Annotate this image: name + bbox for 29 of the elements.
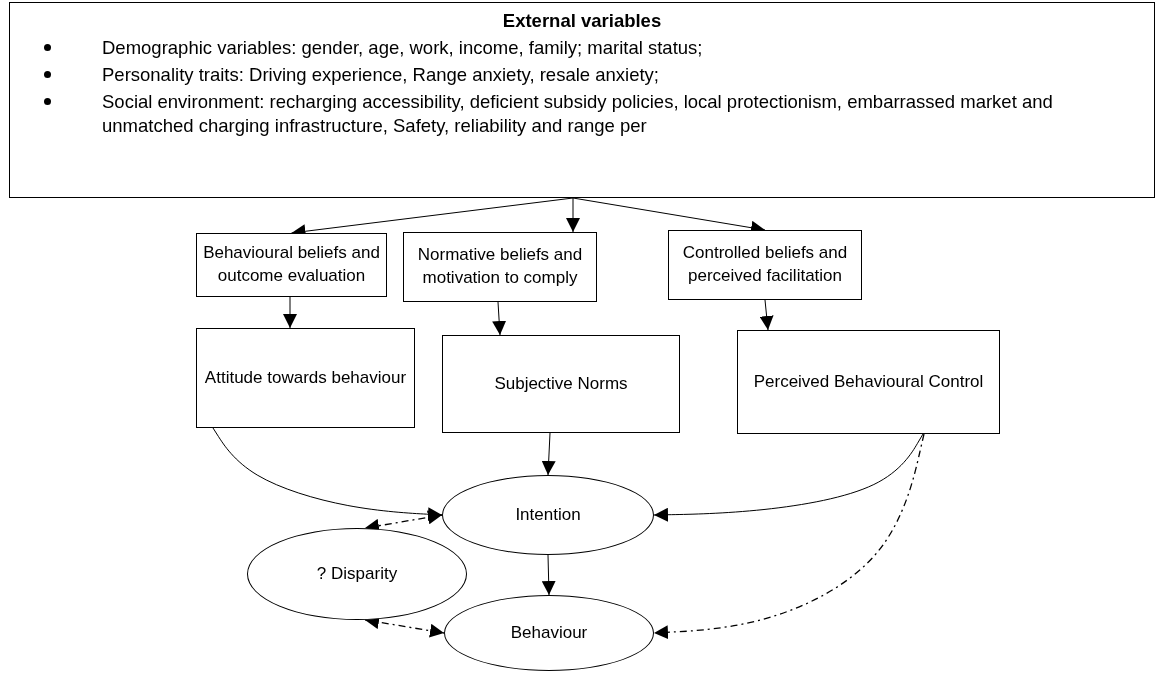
node-label: Perceived Behavioural Control: [753, 370, 984, 393]
arrow: [759, 299, 774, 331]
arrow: [541, 554, 556, 596]
node-label: Controlled beliefs and perceived facilitation: [681, 242, 849, 287]
process-box: [196, 233, 387, 297]
process-box: [442, 335, 680, 433]
process-box: [196, 328, 415, 428]
node-label: Intention: [515, 503, 581, 526]
arrow: [653, 433, 925, 640]
process-box: [668, 230, 862, 300]
node-label: Subjective Norms: [494, 372, 628, 395]
node-label: Normative beliefs and motivation to comply: [416, 244, 584, 289]
arrow: [283, 296, 297, 329]
panel-heading: External variables: [501, 9, 663, 33]
node-label: ? Disparity: [316, 562, 398, 585]
bullet-item: Personality traits: Driving experience, Range anxiety, resale anxiety;: [30, 63, 1134, 87]
node-label: Behaviour: [510, 621, 588, 644]
bullet-item: Demographic variables: gender, age, work, income, family; marital status;: [30, 36, 1134, 60]
node-label: Behavioural beliefs and outcome evaluation: [202, 242, 381, 287]
arrow: [541, 432, 556, 476]
node-label: Attitude towards behaviour: [204, 366, 407, 389]
process-box: [737, 330, 1000, 434]
arrow: [212, 427, 443, 522]
bullet-item: Social environment: recharging accessibility, deficient subsidy policies, local protectionism, embarrassed market and unmatched charging infrastructure, Safety, reliability and range per: [30, 90, 1134, 137]
process-box: [403, 232, 597, 302]
text-panel: [9, 2, 1155, 198]
arrow: [566, 197, 580, 233]
arrow: [653, 433, 924, 522]
arrow: [492, 301, 507, 336]
